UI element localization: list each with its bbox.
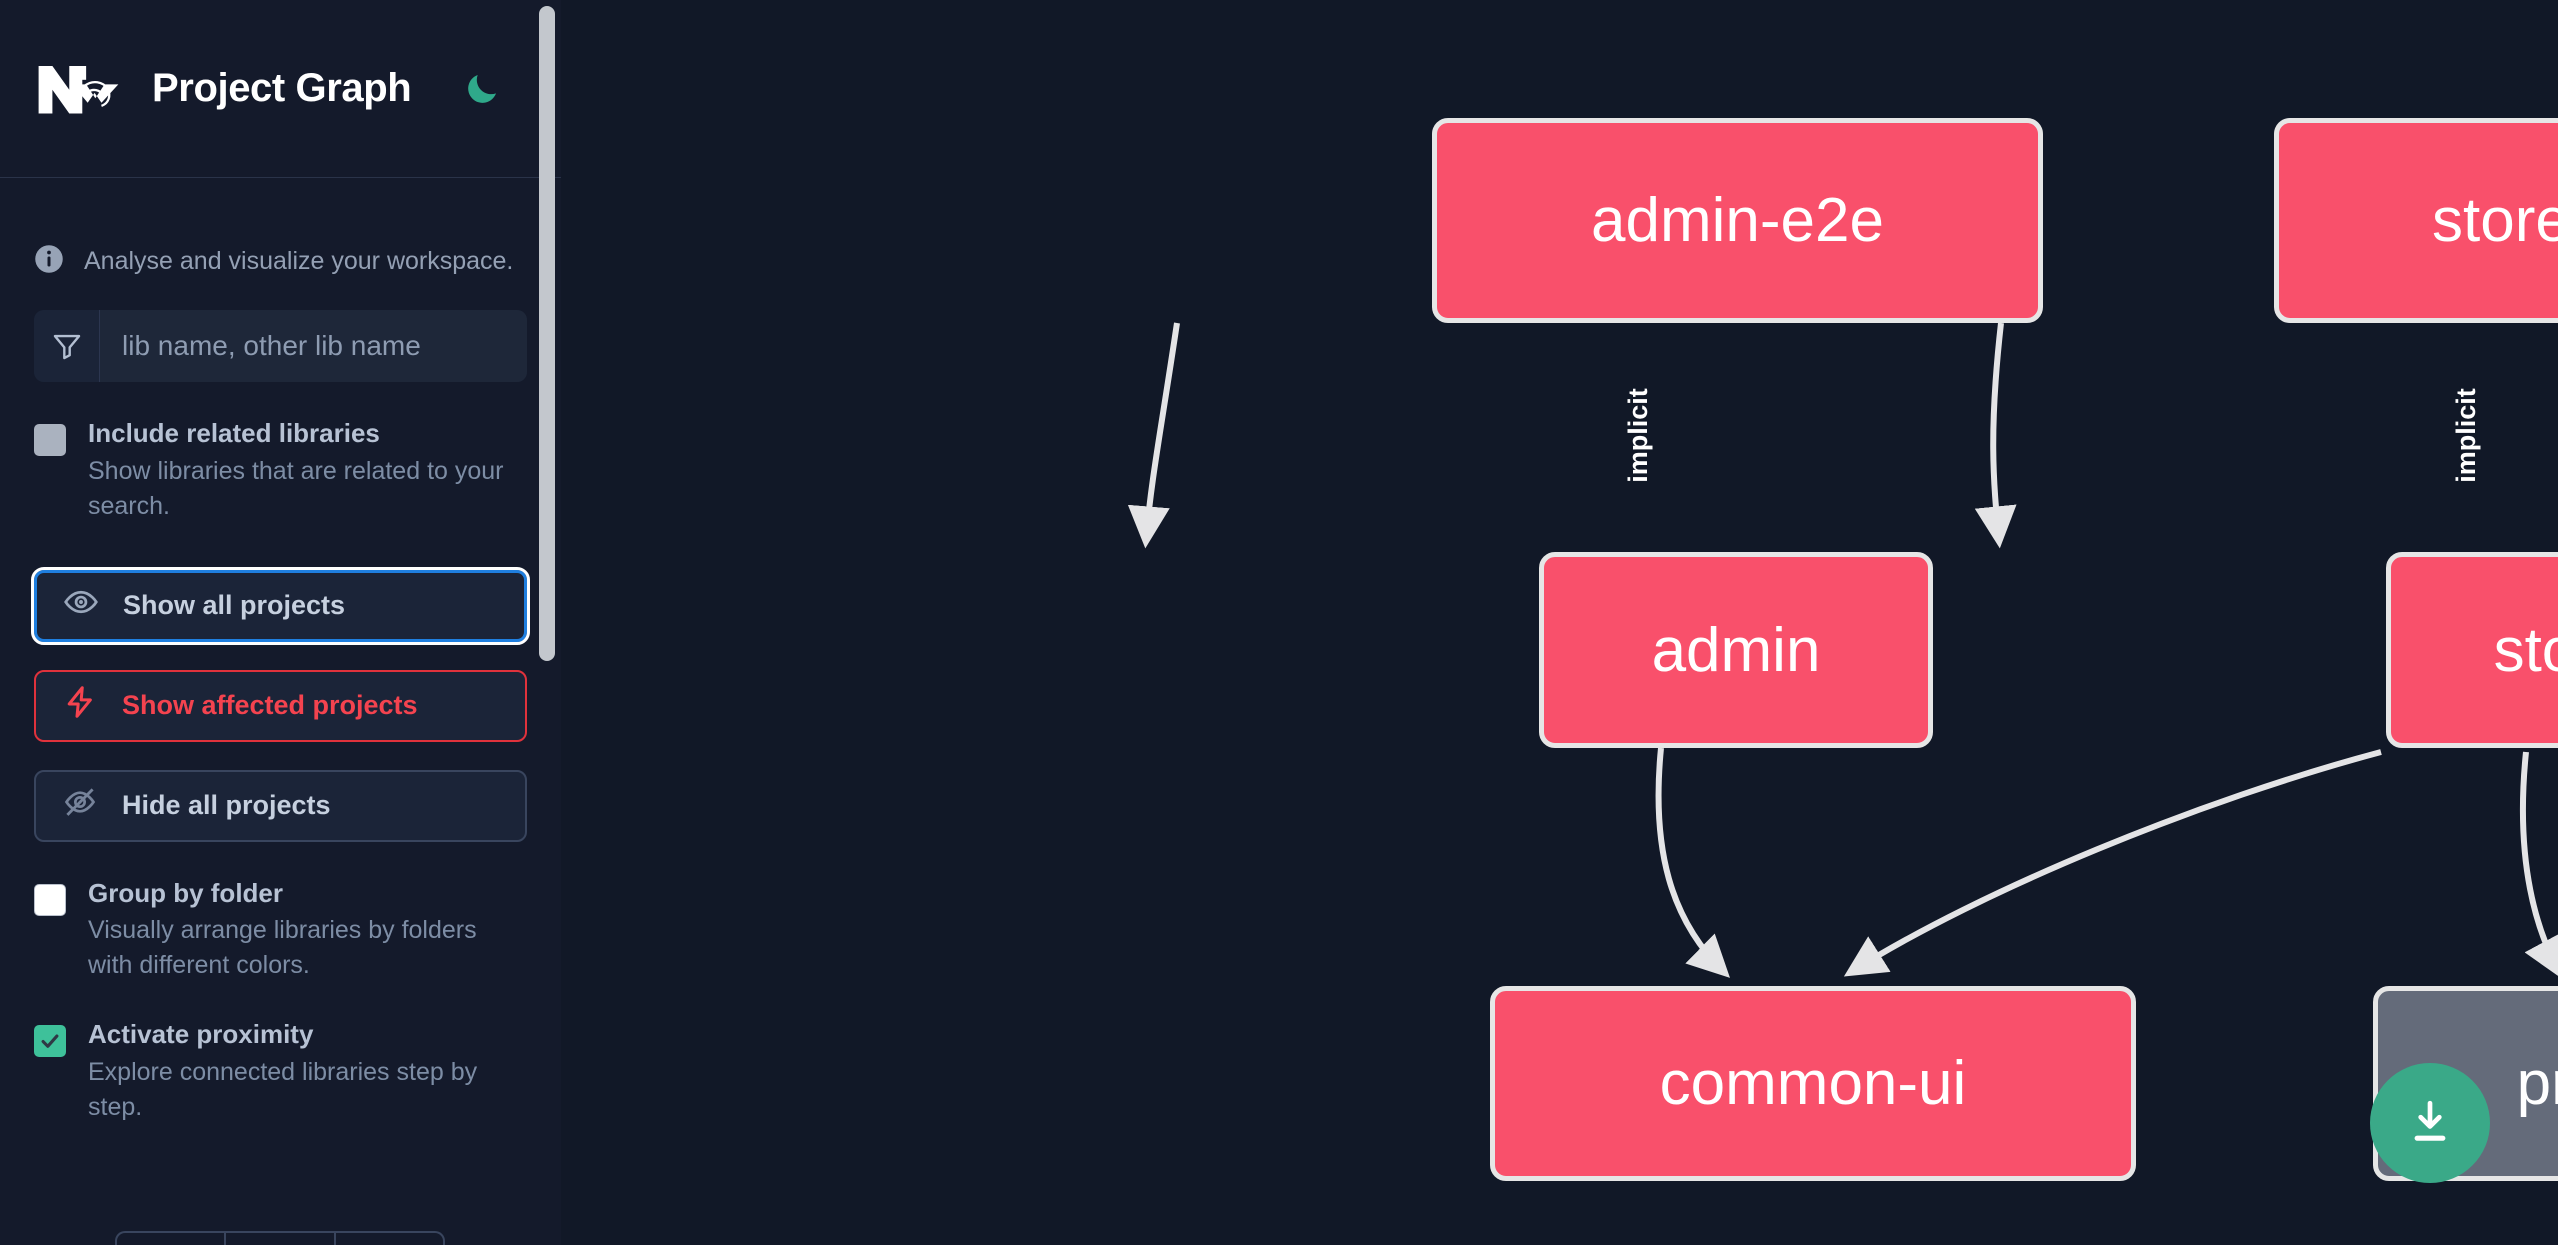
sidebar: Project Graph: [0, 0, 561, 1245]
node-label: store: [2493, 615, 2558, 685]
eye-off-icon: [62, 784, 98, 827]
action-button-group: Show all projects Show affected projects: [31, 566, 530, 842]
nx-logo: [34, 58, 126, 120]
graph-node-admin[interactable]: admin: [1539, 552, 1933, 748]
funnel-icon: [34, 310, 100, 382]
checkbox-description: Visually arrange libraries by folders wi…: [88, 916, 477, 980]
eye-icon: [63, 584, 99, 627]
node-label: products: [2516, 1049, 2558, 1118]
graph-node-store[interactable]: store: [2386, 552, 2558, 748]
download-image-button[interactable]: [2370, 1063, 2490, 1183]
hide-all-projects-button[interactable]: Hide all projects: [34, 769, 527, 842]
edge-store-e2e-store: [1974, 322, 2017, 549]
moon-icon[interactable]: [459, 66, 505, 112]
checkbox-description: Show libraries that are related to your …: [88, 456, 504, 520]
show-affected-projects-label: Show affected projects: [122, 690, 418, 721]
edge-store-common-ui: [1843, 749, 2382, 977]
checkbox-indicator[interactable]: [34, 1025, 66, 1058]
checkbox-label: Include related libraries: [88, 418, 380, 448]
tagline: Analyse and visualize your workspace.: [34, 178, 527, 288]
tagline-text: Analyse and visualize your workspace.: [84, 246, 514, 275]
checkbox-indicator[interactable]: [34, 424, 66, 456]
lightning-icon: [62, 684, 98, 727]
graph-node-admin-e2e[interactable]: admin-e2e: [1432, 118, 2043, 323]
checkbox-label: Group by folder: [88, 877, 283, 908]
node-label: store-e2e: [2432, 186, 2558, 255]
checkbox-include-related-libraries[interactable]: Include related libraries Show libraries…: [34, 418, 527, 524]
checkbox-label: Activate proximity: [88, 1019, 314, 1050]
checkbox-description: Explore connected libraries step by step…: [88, 1058, 478, 1122]
node-label: admin-e2e: [1591, 186, 1884, 255]
sidebar-header: Project Graph: [0, 0, 561, 178]
node-label: admin: [1651, 615, 1821, 685]
sidebar-body: Analyse and visualize your workspace.: [0, 178, 561, 1125]
node-label: common-ui: [1659, 1049, 1967, 1118]
segmented-control-partial[interactable]: [115, 1231, 445, 1245]
filter-field[interactable]: [34, 310, 527, 382]
show-all-projects-button[interactable]: Show all projects: [31, 566, 530, 645]
segment[interactable]: [336, 1233, 443, 1245]
graph-edges: [1127, 322, 2558, 980]
graph-node-common-ui[interactable]: common-ui: [1490, 986, 2136, 1181]
sidebar-scrollbar[interactable]: [539, 0, 555, 1245]
edge-admin-e2e-admin: [1127, 322, 1180, 549]
search-input[interactable]: [100, 310, 527, 382]
checkbox-indicator[interactable]: [34, 883, 66, 916]
graph-node-store-e2e[interactable]: store-e2e: [2274, 118, 2558, 323]
segment[interactable]: [117, 1233, 227, 1245]
edge-admin-common-ui: [1655, 747, 1730, 978]
info-icon: [34, 244, 64, 279]
checkbox-group-by-folder[interactable]: Group by folder Visually arrange librari…: [34, 878, 527, 984]
page-title: Project Graph: [152, 66, 412, 110]
show-all-projects-label: Show all projects: [123, 590, 346, 621]
download-icon: [2414, 1100, 2446, 1141]
segment[interactable]: [226, 1233, 336, 1245]
edge-store-products: [2519, 751, 2558, 980]
scrollbar-thumb[interactable]: [539, 6, 555, 661]
graph-canvas[interactable]: admin-e2e store-e2e admin store common-u…: [561, 0, 2558, 1245]
show-affected-projects-button[interactable]: Show affected projects: [34, 669, 527, 742]
checkbox-activate-proximity[interactable]: Activate proximity Explore connected lib…: [34, 1019, 527, 1125]
hide-all-projects-label: Hide all projects: [122, 790, 331, 821]
